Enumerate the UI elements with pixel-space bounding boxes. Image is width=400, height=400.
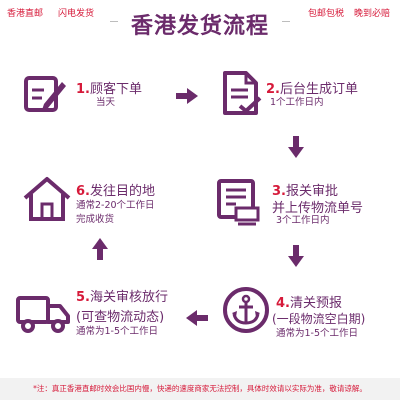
tag-hk-direct: 香港直邮 (7, 9, 44, 19)
step-3-sub: 3个工作日内 (276, 215, 330, 226)
step-4-sub: 通常为1-5个工作日 (276, 328, 359, 339)
page-title: 香港发货流程 (130, 14, 269, 39)
title-divider-right (282, 21, 290, 22)
truck-icon (16, 296, 70, 333)
arrow-up-icon (92, 238, 108, 260)
step-4-label: 清关预报 (289, 296, 342, 311)
arrow-right-icon (176, 88, 198, 104)
tag-fast-shipping: 闪电发货 (58, 9, 95, 19)
step-2-sub: 1个工作日内 (270, 97, 324, 108)
arrow-down-icon (288, 136, 304, 158)
tag-late-compensation: 晚到必赔 (354, 9, 391, 19)
title-divider-left (110, 21, 118, 22)
step-5-title: 5.海关审核放行 (76, 286, 168, 305)
certificate-icon (217, 179, 260, 226)
step-6-sub-1: 通常2-20个工作日 (76, 200, 155, 211)
step-3-title: 3.报关审批 (272, 180, 338, 199)
step-1-sub: 当天 (96, 97, 116, 108)
step-1-number: 1. (76, 82, 90, 97)
step-6-sub-2: 完成收货 (76, 214, 115, 225)
step-5-number: 5. (76, 290, 90, 305)
document-icon (223, 71, 262, 115)
step-5-label: 海关审核放行 (89, 290, 168, 305)
step-2-label: 后台生成订单 (279, 82, 358, 97)
step-2-number: 2. (266, 82, 280, 97)
house-icon (23, 177, 71, 221)
step-4-title: 4.清关预报 (276, 292, 342, 311)
anchor-icon (223, 287, 269, 333)
step-3-title2: 并上传物流单号 (272, 201, 364, 216)
step-4-title2: (一段物流空白期) (272, 312, 366, 326)
step-5-sub: 通常为1-5个工作日 (76, 326, 159, 337)
step-5-title2: (可查物流动态) (76, 310, 165, 325)
step-1-label: 顾客下单 (89, 82, 142, 97)
footer-note: *注：真正香港直邮时效会比国内慢，快递的速度商家无法控制，具体时效请以实际为准，… (0, 378, 400, 400)
step-4-number: 4. (276, 296, 290, 311)
step-3-number: 3. (272, 184, 286, 199)
arrow-left-icon (186, 310, 208, 326)
step-6-number: 6. (76, 184, 90, 199)
step-3-label: 报关审批 (285, 184, 338, 199)
step-6-label: 发往目的地 (89, 184, 155, 199)
step-1-title: 1.顾客下单 (76, 78, 142, 97)
step-6-title: 6.发往目的地 (76, 180, 155, 199)
tag-free-shipping-tax: 包邮包税 (308, 9, 345, 19)
edit-icon (24, 76, 66, 112)
step-2-title: 2.后台生成订单 (266, 78, 358, 97)
arrow-down-icon-2 (288, 245, 304, 267)
top-bar: 香港直邮 闪电发货 包邮包税 晚到必赔 (0, 0, 400, 34)
